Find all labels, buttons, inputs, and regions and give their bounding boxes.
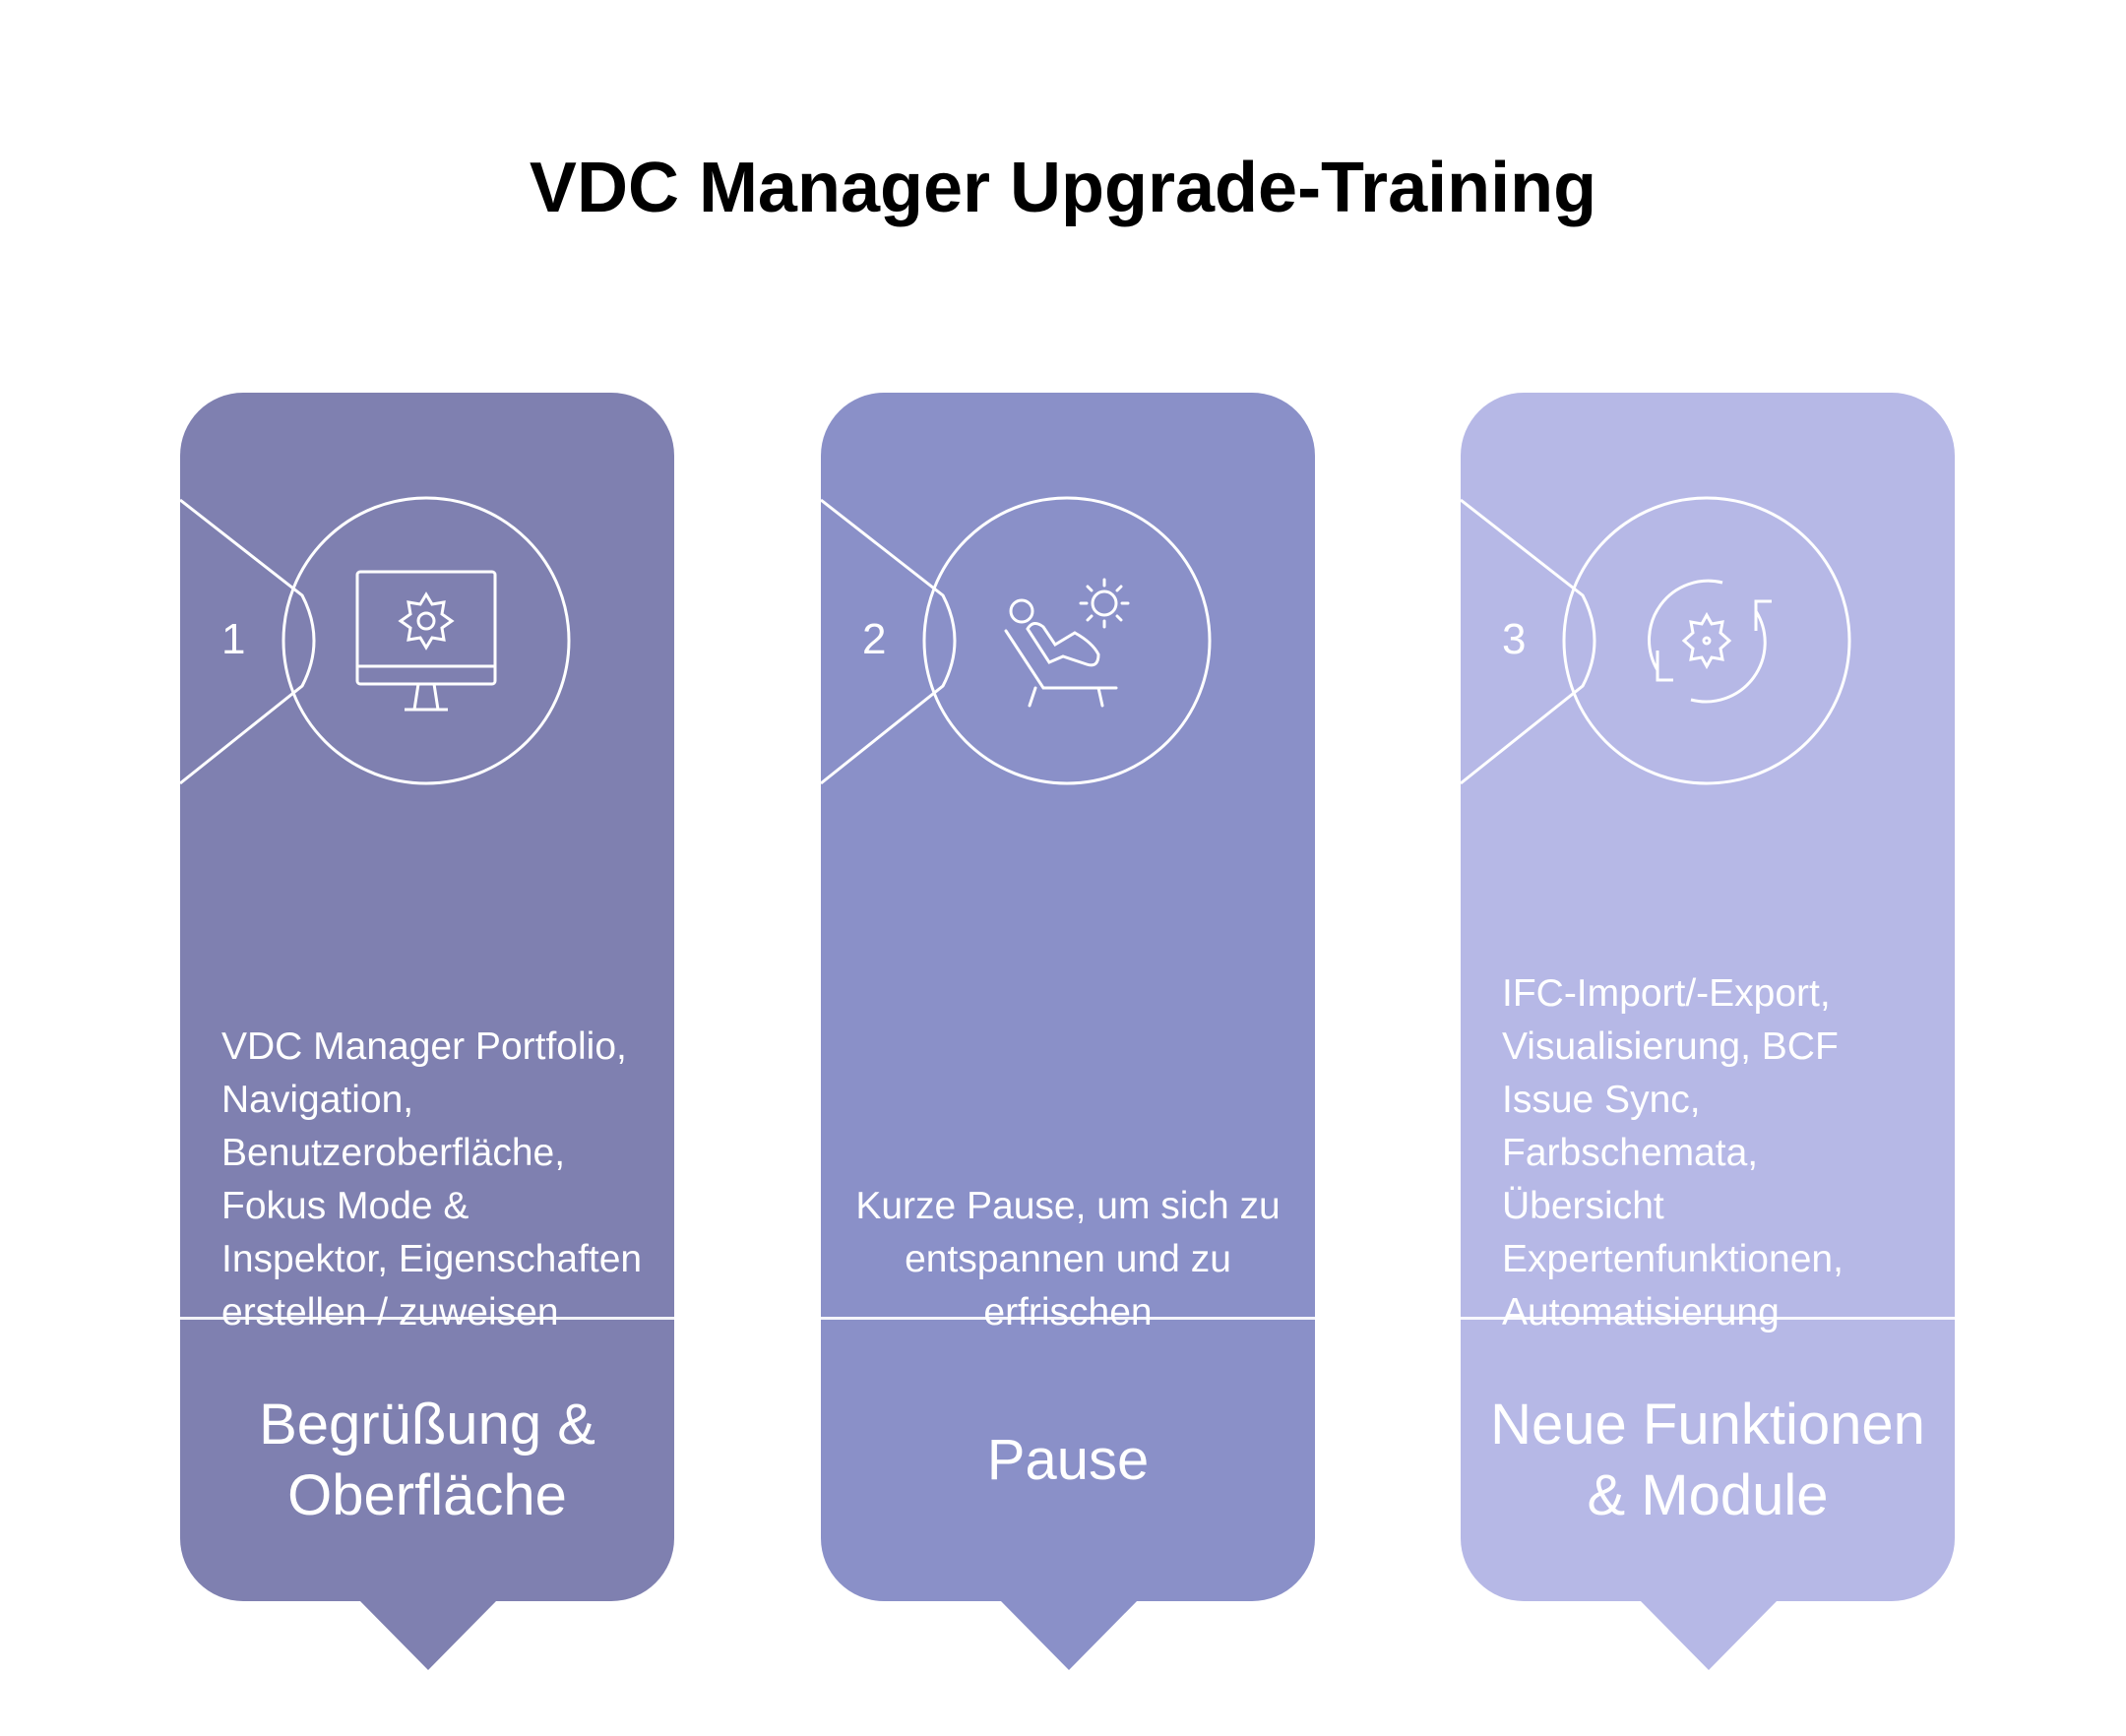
step-label: Pause [986,1428,1150,1492]
divider [180,1317,674,1320]
step-marker-shape [180,496,571,785]
divider [821,1317,1315,1320]
divider [1461,1317,1955,1320]
step-description: VDC Manager Portfolio, Navigation, Benut… [221,1025,643,1333]
step-description: IFC-Import/-Export, Visualisierung, BCF … [1502,972,1844,1333]
step-number: 1 [221,615,246,663]
relaxing-person-sun-icon [1004,578,1130,708]
step-card-2: 2 Kurze Pause, um sich zu entspannen und… [821,393,1315,1672]
step-card-3: 3 IFC-Import/-Export, Visualisierung, BC… [1461,393,1955,1672]
step-label: Begrüßung & Oberfläche [259,1393,595,1527]
step-marker-shape [821,496,1212,785]
gear-refresh-icon [1648,579,1772,704]
page-title: VDC Manager Upgrade-Training [529,149,1597,227]
step-marker-shape [1461,496,1851,785]
step-number: 3 [1502,615,1527,663]
step-card-1: 1 VDC Manager Portfolio, Navigation, Ben… [180,393,674,1672]
monitor-gear-icon [355,570,497,712]
step-description: Kurze Pause, um sich zu entspannen und z… [855,1185,1281,1333]
step-number: 2 [862,615,887,663]
step-label: Neue Funktionen & Module [1490,1393,1925,1527]
